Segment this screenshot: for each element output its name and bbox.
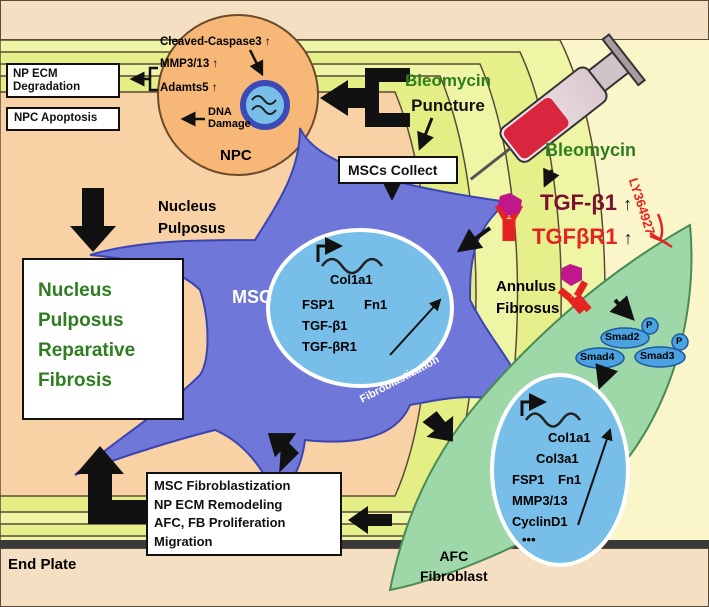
arrow-puncture-collect xyxy=(417,117,434,151)
tgfbr1-label: TGFβR1 ↑ xyxy=(532,224,633,249)
tgfb1-label: TGF-β1 ↑ xyxy=(540,190,633,215)
npc-adamts-label: Adamts5 ↑ xyxy=(160,82,218,94)
arrow-bleomycin-down xyxy=(543,167,560,188)
afc-gene-col3a1: Col3a1 xyxy=(536,451,579,466)
smad3-label: Smad3 xyxy=(640,350,675,362)
phospho-p-label-1: P xyxy=(646,320,653,331)
end-plate-dark-line xyxy=(0,540,709,548)
phospho-p-label-2: P xyxy=(676,336,683,347)
arrow-afc-to-outcome xyxy=(348,506,392,534)
msc-trend-arrow xyxy=(389,298,442,356)
msc-gene-fn1: Fn1 xyxy=(364,297,388,312)
afc-gene-fn1: Fn1 xyxy=(558,472,582,487)
smad2-oval xyxy=(600,327,650,349)
afc-gene-fsp1: FSP1 xyxy=(512,472,545,487)
smad2-label: Smad2 xyxy=(605,331,640,343)
mscs-collect-box: MSCs Collect xyxy=(338,156,458,184)
afc-nucleus xyxy=(490,373,630,567)
arrow-receptor-msc xyxy=(456,226,492,253)
afc-gene-col1a1: Col1a1 xyxy=(548,430,591,445)
arrow-np-down xyxy=(70,188,116,252)
afc-trend-arrow xyxy=(577,428,613,526)
arrow-receptor-smad xyxy=(609,295,635,321)
bleomycin-puncture-label: Bleomycin Puncture xyxy=(405,71,491,115)
outcome-box: MSC Fibroblastization NP ECM Remodeling … xyxy=(146,472,342,556)
tgf-receptor-right xyxy=(557,280,592,315)
smad4-label: Smad4 xyxy=(580,351,615,363)
npc-apoptosis-box: NPC Apoptosis xyxy=(6,107,120,131)
npc-cell xyxy=(157,14,319,176)
tgf-ligand-right xyxy=(561,264,582,286)
afc-gene-more: ••• xyxy=(522,532,536,547)
phospho-p-1 xyxy=(641,317,659,335)
end-plate-top xyxy=(0,0,709,41)
msc-gene-col1a1: Col1a1 xyxy=(330,272,373,287)
msc-label: MSC xyxy=(232,287,272,307)
arrow-caspase xyxy=(248,49,264,77)
npc-cell-label: NPC xyxy=(220,147,252,164)
tgf-ligand-left xyxy=(498,193,522,216)
inhibitor-tee xyxy=(649,231,673,249)
npc-mmp-label: MMP3/13 ↑ xyxy=(160,58,219,70)
bleomycin-label: Bleomycin xyxy=(545,140,637,160)
msc-gene-tgfbr1: TGF-βR1 xyxy=(302,339,357,354)
arrow-smad-afc xyxy=(595,363,619,390)
arrow-msc-to-outcome xyxy=(267,433,299,473)
reparative-fibrosis-box: Nucleus Pulposus Reparative Fibrosis xyxy=(22,258,184,420)
smad3-oval xyxy=(634,346,686,368)
npc-caspase-label: Cleaved-Caspase3 ↑ xyxy=(160,36,271,48)
msc-nucleus xyxy=(266,228,454,388)
msc-gene-tgfb1: TGF-β1 xyxy=(302,318,348,333)
msc-gene-fsp1: FSP1 xyxy=(302,297,335,312)
afc-gene-mmp: MMP3/13 xyxy=(512,493,568,508)
afc-dna-icon xyxy=(520,393,582,428)
syringe-icon xyxy=(469,33,647,181)
arrow-bleomycin-to-npc xyxy=(320,68,410,127)
msc-dna-icon xyxy=(316,237,384,275)
end-plate-bottom xyxy=(0,547,709,607)
end-plate-label: End Plate xyxy=(8,556,77,573)
afc-gene-cyclin: CyclinD1 xyxy=(512,514,568,529)
phospho-p-2 xyxy=(671,333,689,351)
bracket-mmp-adamts xyxy=(132,68,158,90)
arrow-msc-to-afc xyxy=(422,411,454,442)
